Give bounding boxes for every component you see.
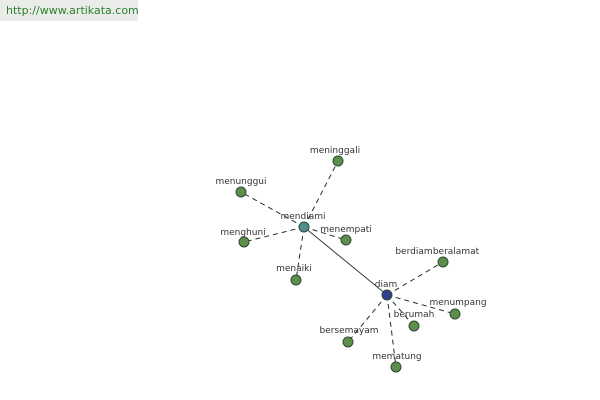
node-menghuni[interactable] — [238, 236, 250, 248]
node-meninggali[interactable] — [332, 155, 344, 167]
label-mendiami[interactable]: mendiami — [280, 212, 325, 222]
node-bersemayam[interactable] — [342, 336, 354, 348]
label-menumpang[interactable]: menumpang — [429, 298, 486, 308]
edge-mendiami-diam — [303, 226, 388, 296]
edge-mendiami-meninggali — [303, 160, 339, 228]
edge-diam-berumah — [386, 294, 415, 327]
label-bersemayam[interactable]: bersemayam — [319, 326, 378, 336]
node-menumpang[interactable] — [449, 308, 461, 320]
node-mematung[interactable] — [390, 361, 402, 373]
label-meninggali[interactable]: meninggali — [310, 146, 360, 156]
url-bar: http://www.artikata.com — [0, 0, 139, 21]
label-menempati[interactable]: menempati — [320, 225, 372, 235]
edge-mendiami-menunggui — [240, 191, 305, 228]
edge-mendiami-menempati — [303, 226, 347, 241]
edge-diam-menumpang — [386, 294, 456, 315]
label-beralamat[interactable]: beralamat — [433, 247, 480, 257]
edge-mendiami-menghuni — [243, 226, 305, 243]
label-menaiki[interactable]: menaiki — [276, 264, 312, 274]
node-mendiami[interactable] — [298, 221, 310, 233]
label-menghuni[interactable]: menghuni — [220, 228, 265, 238]
label-menunggui[interactable]: menunggui — [215, 177, 266, 187]
label-mematung[interactable]: mematung — [372, 352, 421, 362]
edge-diam-mematung — [386, 294, 397, 368]
label-berdiam[interactable]: berdiam — [395, 247, 432, 257]
edge-diam-beralamat — [386, 261, 444, 296]
node-beralamat[interactable] — [437, 256, 449, 268]
edge-diam-bersemayam — [347, 294, 388, 343]
label-berumah[interactable]: berumah — [394, 310, 435, 320]
node-menunggui[interactable] — [235, 186, 247, 198]
label-diam[interactable]: diam — [375, 280, 398, 290]
site-url-link[interactable]: http://www.artikata.com — [6, 4, 139, 17]
node-diam[interactable] — [381, 289, 393, 301]
node-menaiki[interactable] — [290, 274, 302, 286]
node-menempati[interactable] — [340, 234, 352, 246]
node-berumah[interactable] — [408, 320, 420, 332]
